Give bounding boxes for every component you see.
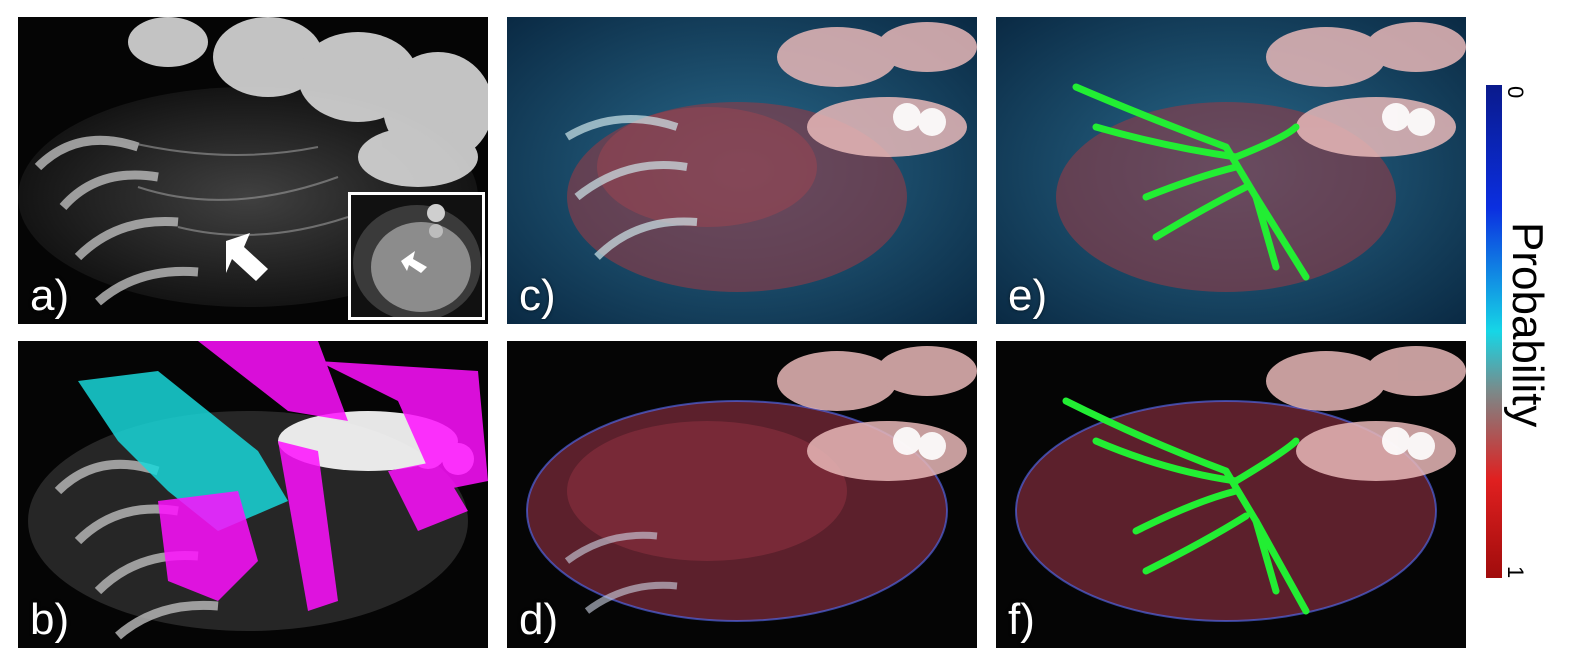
probability-colorbar xyxy=(1486,85,1502,578)
ct-slice-inset xyxy=(348,192,485,320)
colorbar-tick-0: 0 xyxy=(1503,86,1528,99)
panel-e-probability-with-segmentation: e) xyxy=(996,17,1466,324)
panel-b-segmentation-overlay: b) xyxy=(18,341,488,648)
colorbar-label: Probability xyxy=(1503,222,1552,428)
panel-label-c: c) xyxy=(519,271,556,320)
panel-d-probability-rendering: d) xyxy=(507,341,977,648)
vessel-segmentation xyxy=(1062,397,1310,615)
ct-slice-image xyxy=(351,195,482,317)
volume-rendering-f xyxy=(996,341,1466,648)
magenta-segmentation xyxy=(158,491,258,601)
panel-label-a: a) xyxy=(30,271,70,320)
arrow-icon xyxy=(226,233,268,281)
panel-label-e: e) xyxy=(1008,271,1048,320)
volume-rendering-b xyxy=(18,341,488,648)
volume-rendering-c xyxy=(507,17,977,324)
cyan-segmentation xyxy=(78,371,288,531)
volume-rendering-e xyxy=(996,17,1466,324)
panel-c-probability-rendering: c) xyxy=(507,17,977,324)
arrow-icon xyxy=(401,251,427,273)
colorbar-tick-1: 1 xyxy=(1503,566,1528,579)
panel-label-b: b) xyxy=(30,595,70,644)
panel-label-d: d) xyxy=(519,595,559,644)
vessel-segmentation xyxy=(1072,83,1310,281)
panel-label-f: f) xyxy=(1008,595,1035,644)
panel-a-volume-rendering: a) xyxy=(18,17,488,324)
panel-f-probability-with-segmentation: f) xyxy=(996,341,1466,648)
volume-rendering-d xyxy=(507,341,977,648)
